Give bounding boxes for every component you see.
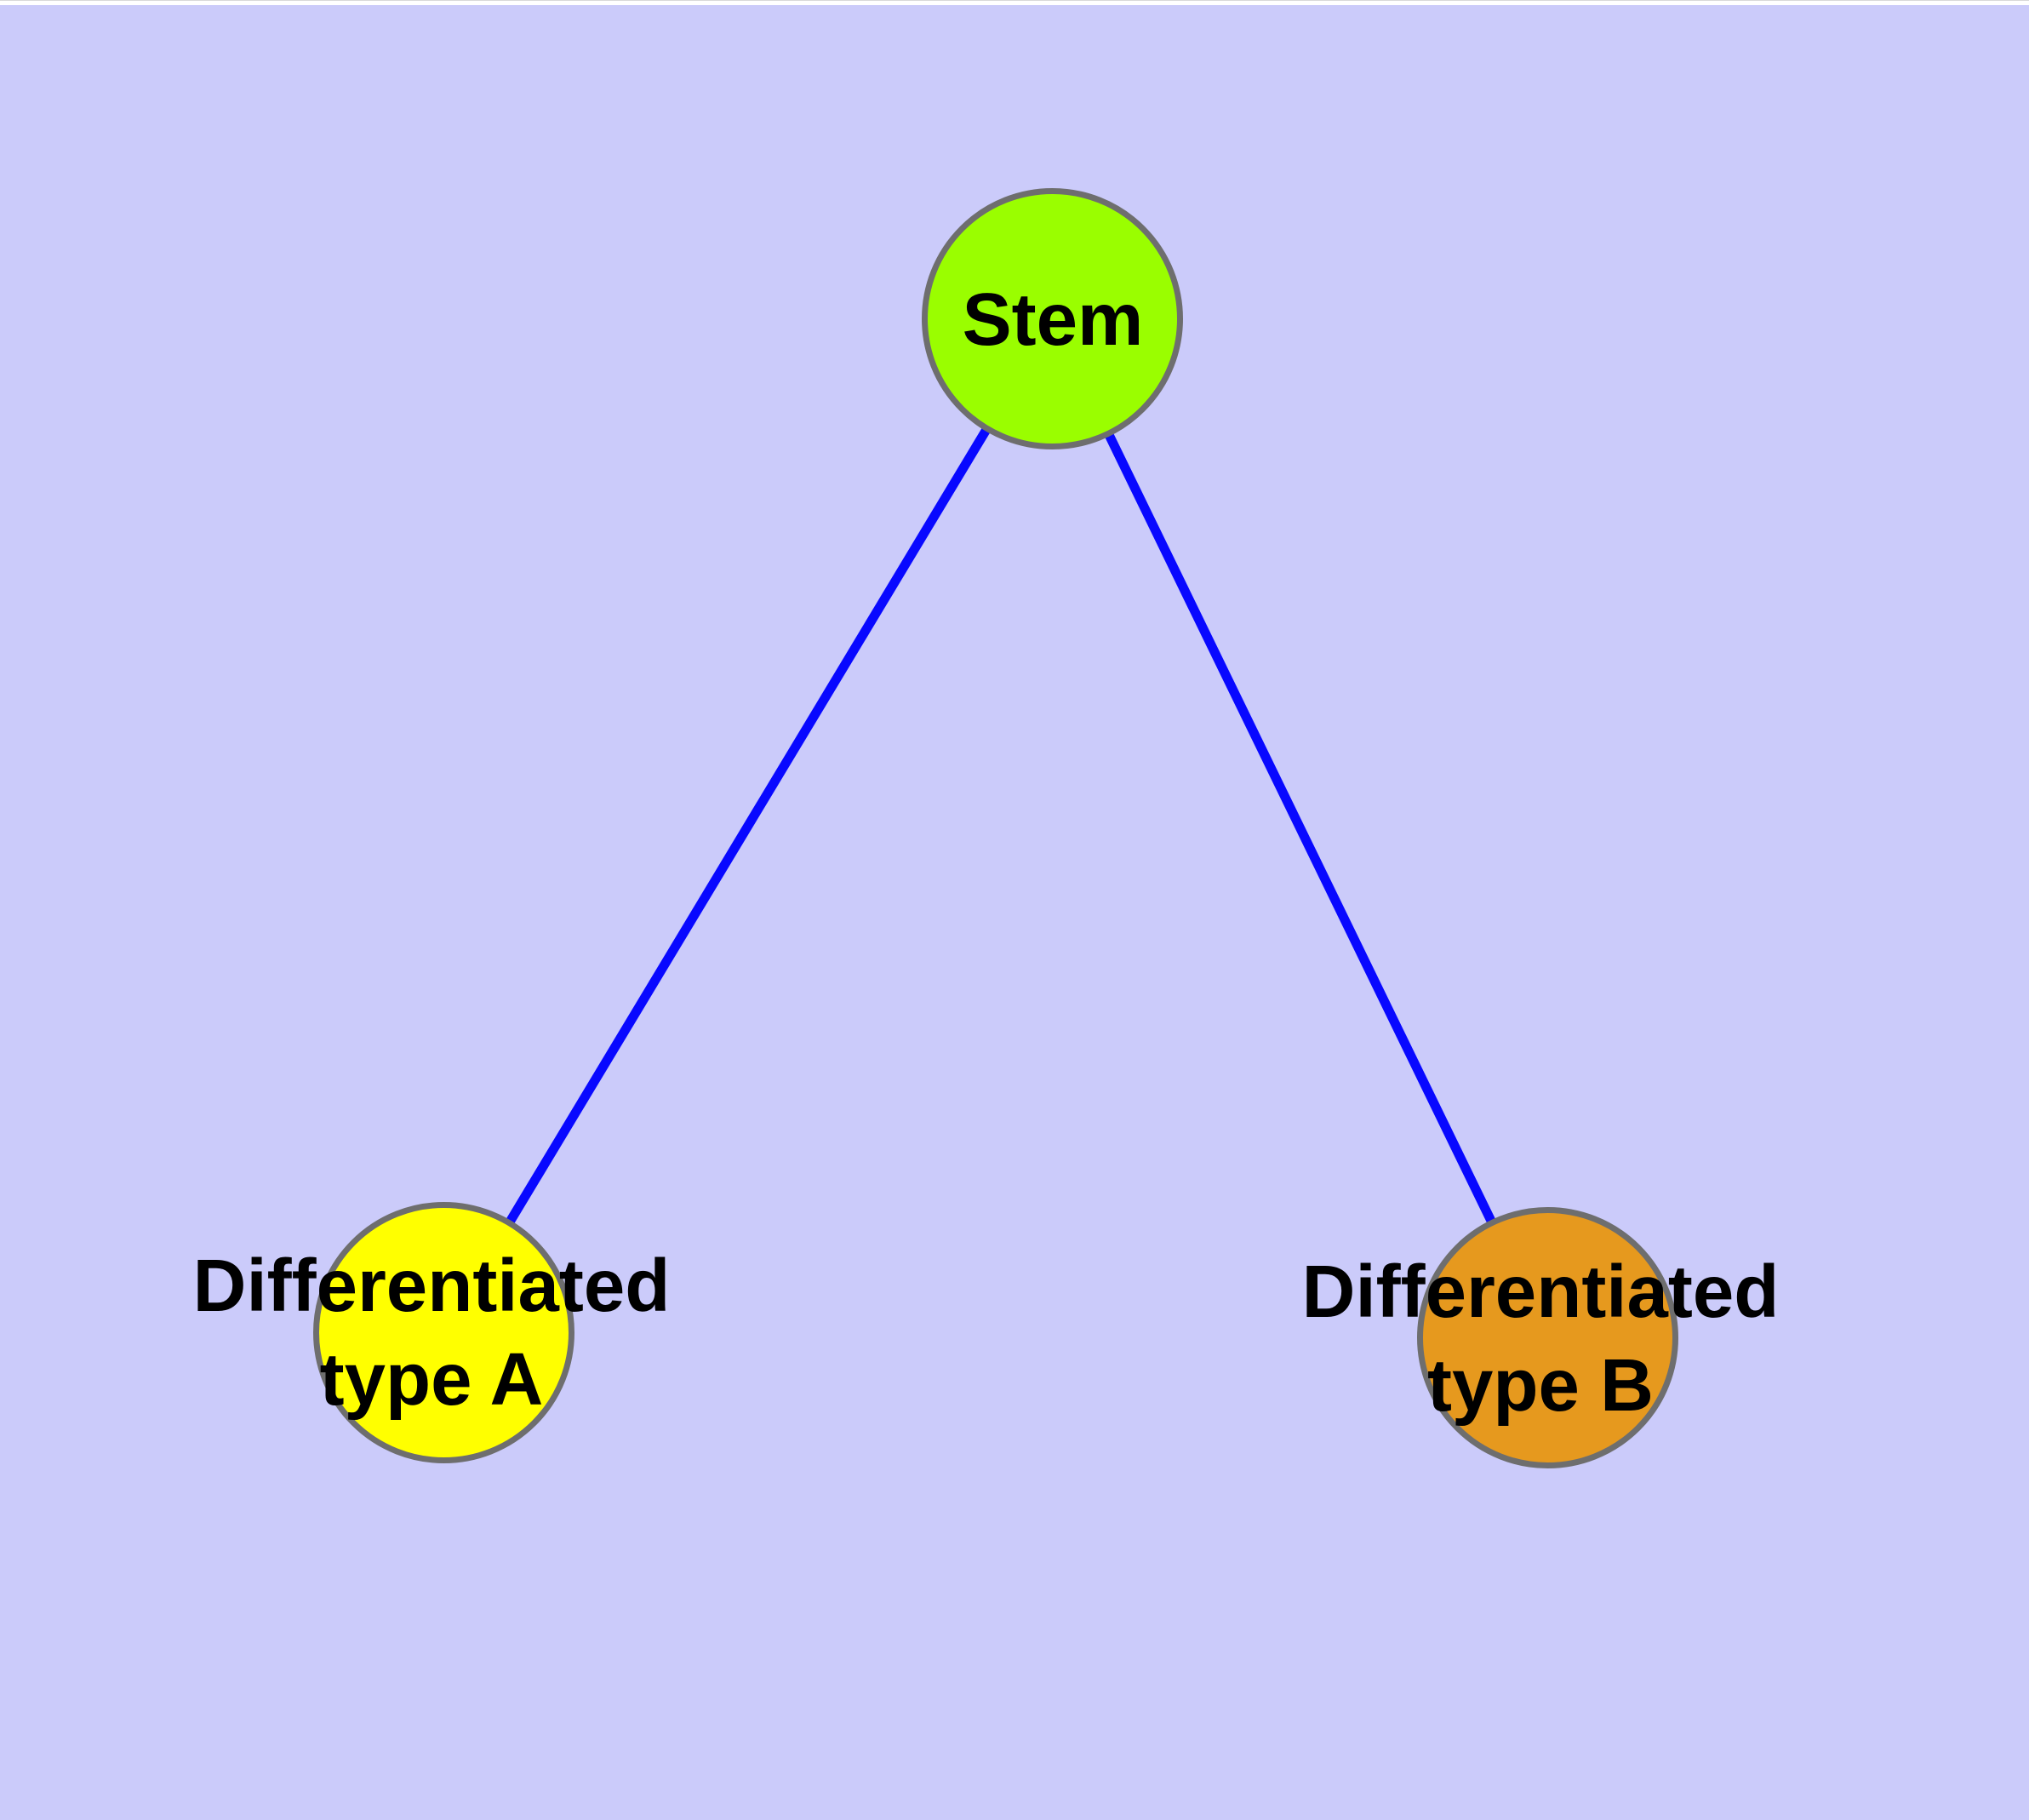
edge-stem-to-type-a — [439, 317, 1057, 1335]
type-b-label-line1: Differentiated — [1301, 1251, 1780, 1333]
stem-node-circle — [922, 188, 1183, 449]
edges-layer — [439, 317, 1552, 1341]
differentiated-type-a-node-circle — [313, 1202, 574, 1463]
stem-label-text: Stem — [962, 278, 1144, 361]
type-a-label-line1: Differentiated — [192, 1245, 671, 1327]
window-top-strip — [0, 0, 2029, 5]
diagram-canvas: Stem Differentiated type A Differentiate… — [0, 5, 2029, 1820]
edge-stem-to-type-b — [1049, 317, 1552, 1341]
differentiated-type-b-node-circle — [1417, 1207, 1678, 1468]
type-a-label-line2: type A — [319, 1338, 544, 1421]
differentiated-type-a-node-label: Differentiated type A — [193, 1239, 671, 1427]
differentiated-type-b-node-label: Differentiated type B — [1302, 1245, 1780, 1433]
stem-node-label: Stem — [963, 273, 1144, 367]
type-b-label-line2: type B — [1427, 1344, 1654, 1427]
